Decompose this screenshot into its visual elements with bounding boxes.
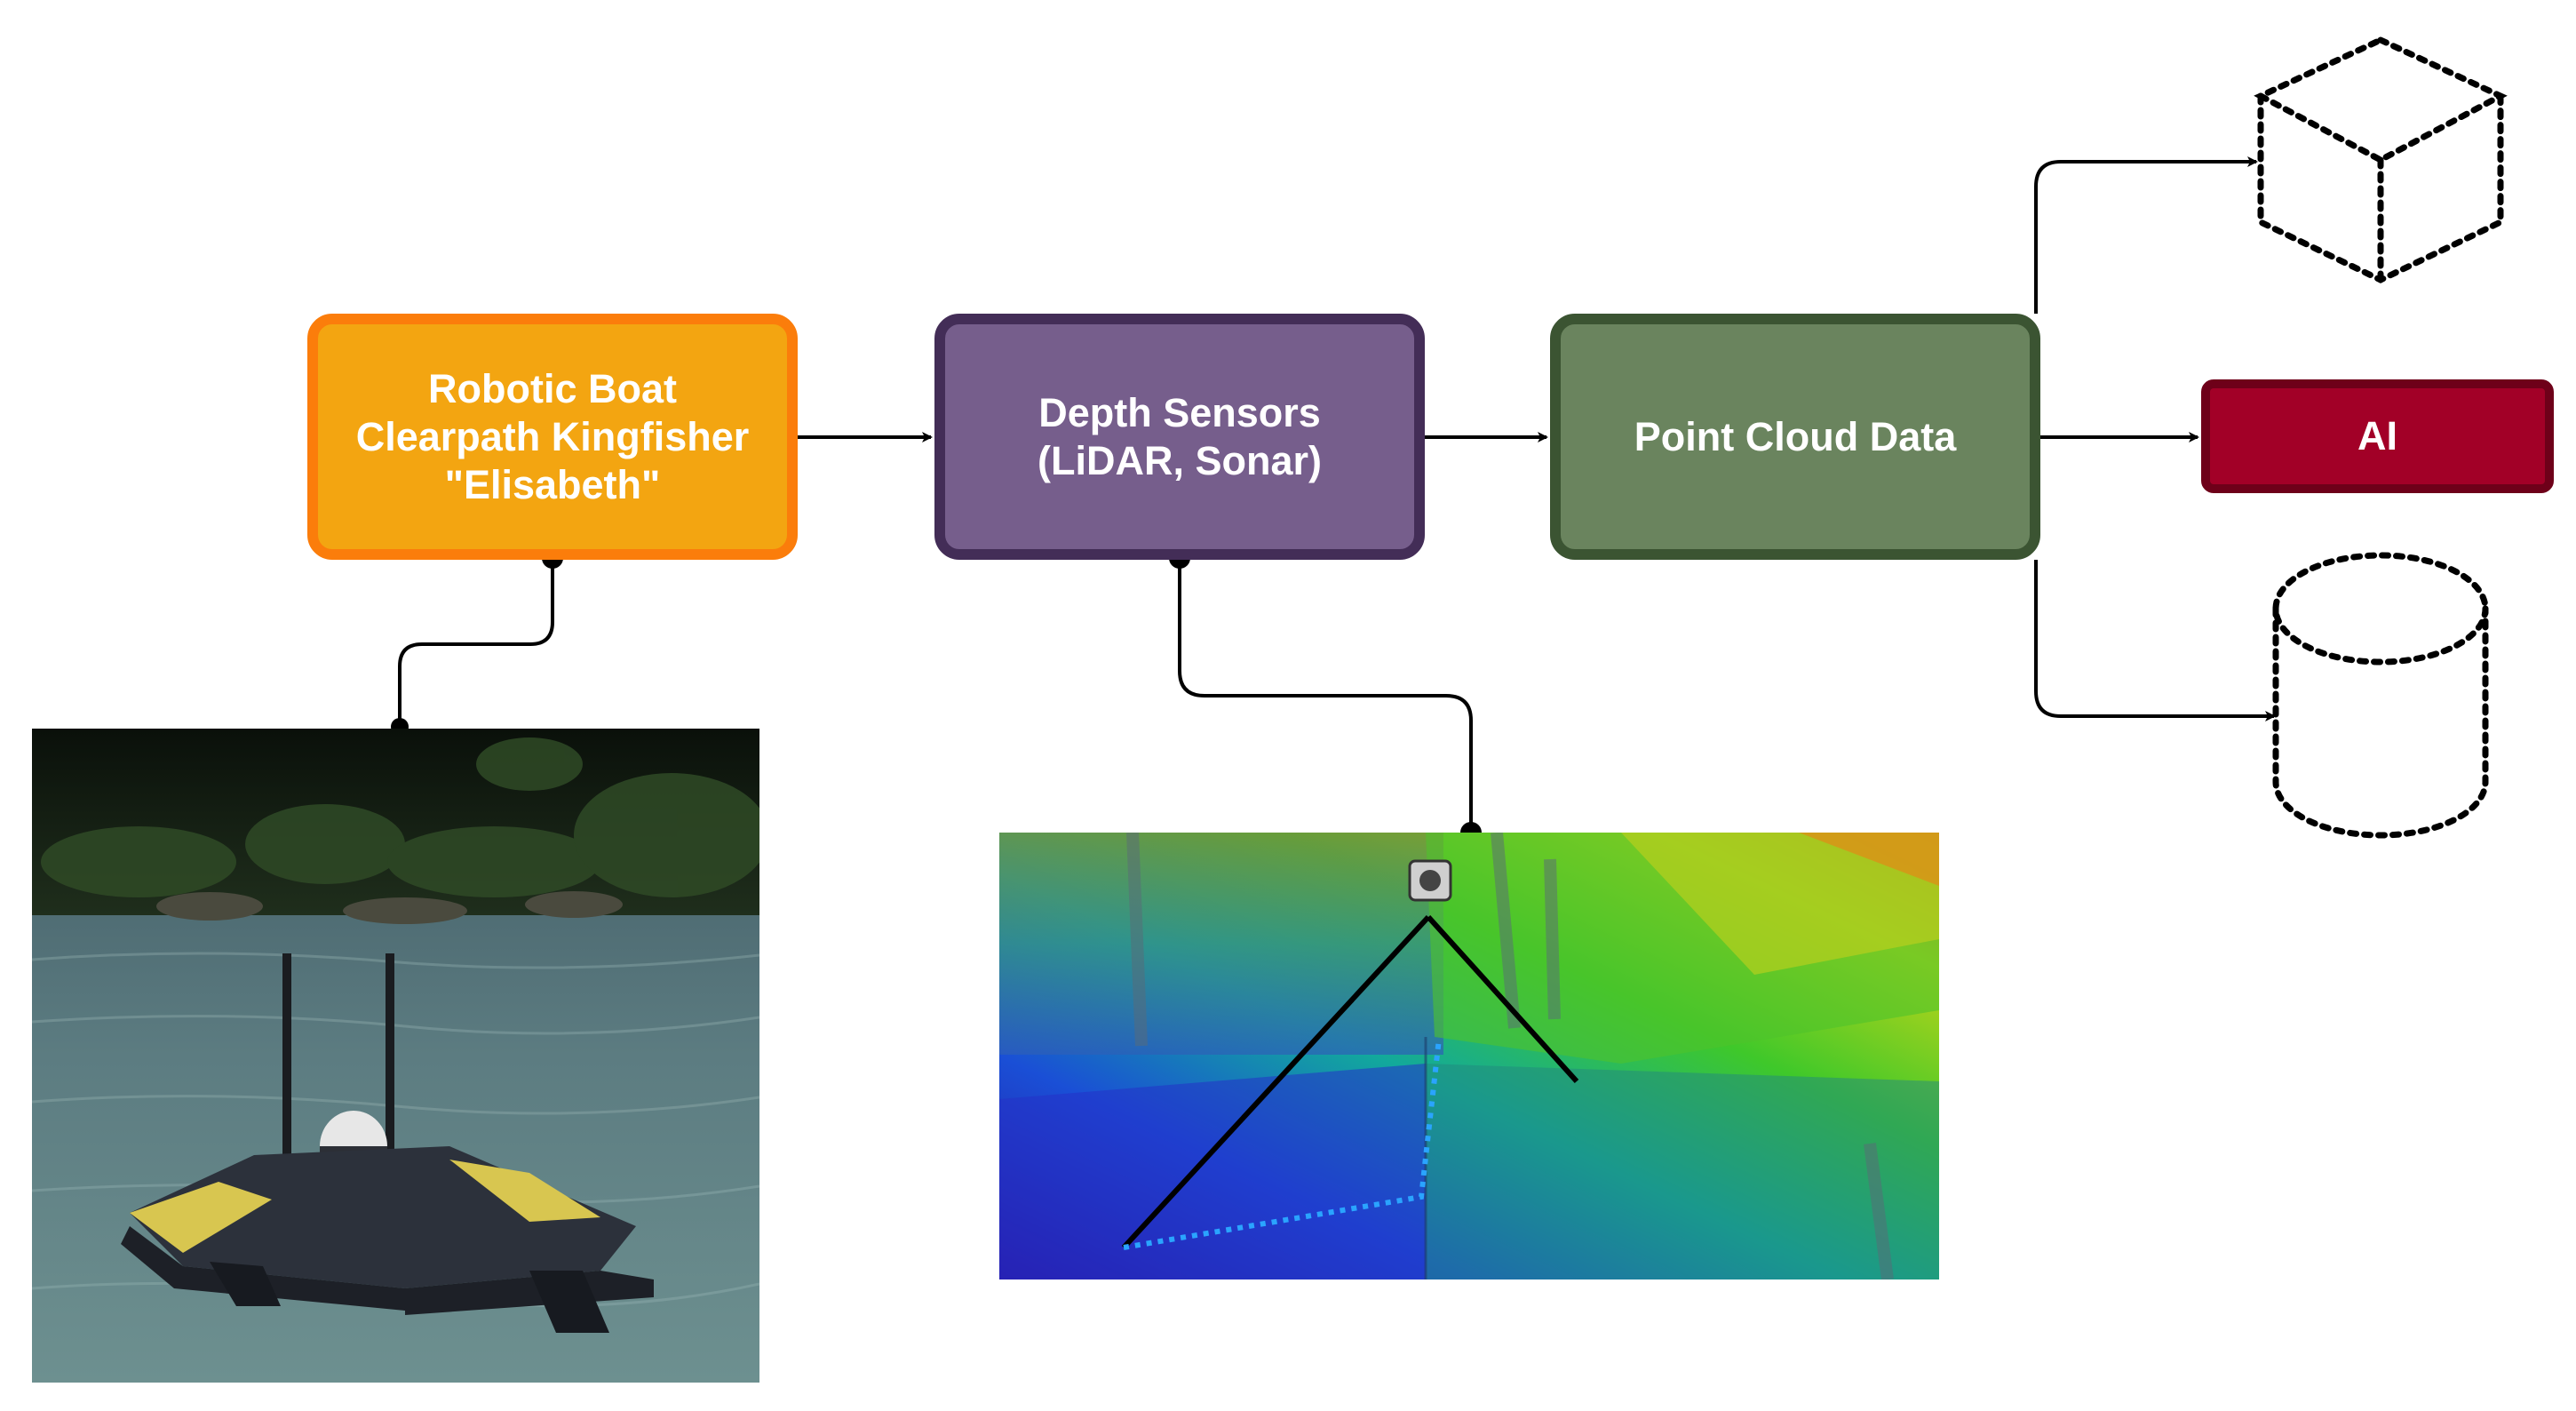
node-robotic-boat-label: Robotic Boat Clearpath Kingfisher "Elisa… (356, 365, 750, 509)
node-text: Robotic Boat (428, 365, 677, 411)
node-text: Depth Sensors (1038, 389, 1321, 435)
node-point-cloud-data[interactable]: Point Cloud Data (1550, 314, 2040, 560)
link-boat-to-photo (398, 558, 554, 729)
node-text: Clearpath Kingfisher (355, 413, 750, 459)
node-ai[interactable]: AI (2201, 379, 2554, 493)
node-text: "Elisabeth" (444, 461, 661, 507)
link-sensors-to-render (1178, 558, 1473, 833)
boat-photo (32, 729, 759, 1383)
node-depth-sensors-label: Depth Sensors (LiDAR, Sonar) (1038, 389, 1322, 485)
node-text: Point Cloud Data (1634, 413, 1957, 459)
node-depth-sensors[interactable]: Depth Sensors (LiDAR, Sonar) (934, 314, 1425, 560)
node-text: (LiDAR, Sonar) (1038, 437, 1322, 483)
node-robotic-boat[interactable]: Robotic Boat Clearpath Kingfisher "Elisa… (307, 314, 798, 560)
node-text: AI (2357, 413, 2397, 458)
cylinder-outline-icon (2272, 552, 2489, 839)
arrow-pcd-to-cylinder (2034, 560, 2276, 721)
lidar-render (999, 833, 1939, 1279)
cube-outline-icon (2254, 36, 2508, 283)
arrow-pcd-to-cube (2034, 156, 2258, 314)
